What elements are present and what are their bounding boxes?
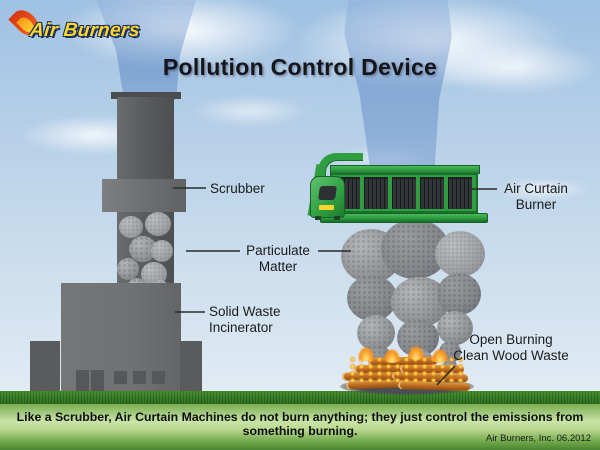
machine-skid — [320, 213, 488, 223]
firebox-panel — [364, 177, 388, 209]
footer-band: Like a Scrubber, Air Curtain Machines do… — [0, 404, 600, 450]
logo-text: Air Burners — [28, 20, 142, 41]
blower-sticker — [319, 205, 334, 210]
cloud — [190, 95, 310, 127]
page-title: Pollution Control Device — [162, 54, 438, 80]
label-solid-waste-incinerator: Solid Waste Incinerator — [209, 304, 281, 336]
flame — [408, 346, 424, 360]
smokestack-rim — [111, 92, 181, 99]
building-window — [152, 371, 165, 384]
flame — [432, 349, 448, 363]
grass — [0, 391, 600, 405]
firebox — [330, 173, 478, 213]
blower-duct — [318, 153, 363, 186]
label-air-curtain-burner: Air Curtain Burner — [504, 181, 568, 213]
flame — [358, 347, 374, 361]
firebox-panel — [448, 177, 472, 209]
blower-unit — [310, 176, 345, 220]
firebox-panel — [420, 177, 444, 209]
label-scrubber: Scrubber — [210, 181, 265, 196]
cloud — [495, 178, 590, 200]
air-curtain-burner-machine — [306, 152, 488, 224]
caption-text: Like a Scrubber, Air Curtain Machines do… — [16, 410, 584, 438]
building-window — [133, 371, 146, 384]
building-wing-left — [30, 341, 60, 395]
firebox-panel — [392, 177, 416, 209]
building-window — [114, 371, 127, 384]
label-particulate-matter: Particulate Matter — [246, 243, 310, 275]
cloud — [430, 40, 600, 95]
building-wing-right — [180, 341, 202, 395]
blower-window — [318, 186, 337, 200]
flame — [384, 349, 400, 363]
credit-text: Air Burners, Inc. 06.2012 — [485, 433, 591, 444]
building-door — [76, 370, 104, 395]
smokestack-upper — [117, 97, 174, 180]
label-open-burning: Open Burning Clean Wood Waste — [453, 332, 569, 364]
scrubber-block — [102, 179, 186, 212]
clean-steam-column-right — [344, 0, 452, 167]
